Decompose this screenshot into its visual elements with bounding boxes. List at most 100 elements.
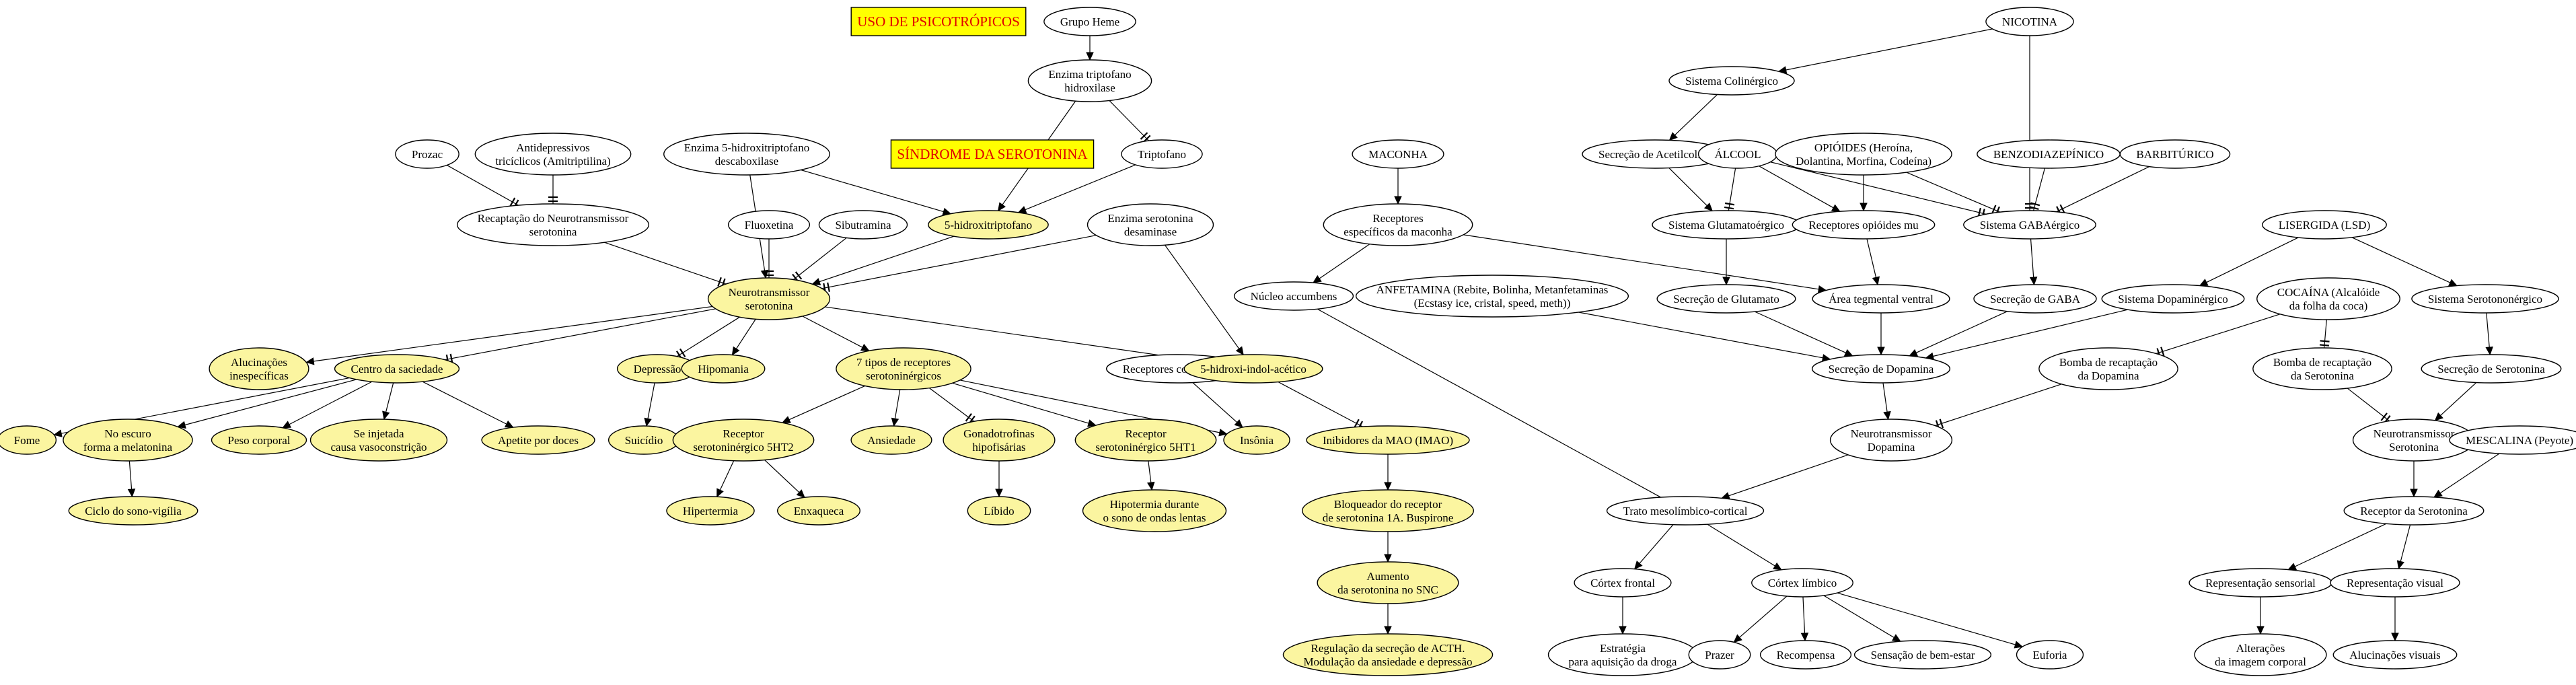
- node-label: Antidepressivos: [516, 141, 590, 154]
- node-label: Apetite por doces: [498, 434, 579, 447]
- node-label: Secreção de GABA: [1990, 293, 2081, 305]
- arrowhead: [1831, 204, 1841, 212]
- node-label: Secreção de Acetilcolina: [1598, 148, 1712, 161]
- node-sisGaba: Sistema GABAérgico: [1963, 210, 2096, 240]
- node-label: da Dopamina: [2077, 369, 2139, 382]
- node-label: Bomba de recaptação: [2273, 356, 2371, 369]
- tee-bar: [795, 271, 803, 280]
- edge-tipos7-r5ht2: [781, 385, 866, 423]
- node-label: Sistema Dopaminérgico: [2118, 293, 2228, 305]
- edge-line: [1578, 312, 1823, 359]
- node-sindrome: SÍNDROME DA SEROTONINA: [890, 139, 1095, 169]
- arrowhead: [2448, 279, 2458, 287]
- node-shape: [1751, 568, 1853, 598]
- edge-saciedade-peso: [282, 381, 373, 429]
- node-label: descaboxilase: [715, 155, 778, 168]
- node-shape: [1688, 640, 1751, 670]
- node-fluoxetina: Fluoxetina: [727, 210, 811, 240]
- node-shape: [2252, 347, 2392, 390]
- node-label: Prazer: [1705, 649, 1734, 661]
- node-label: serotoninérgico 5HT2: [693, 441, 793, 454]
- node-areaTeg: Área tegmental ventral: [1812, 284, 1950, 314]
- edge-line: [1933, 309, 2128, 357]
- node-label: Núcleo accumbens: [1251, 290, 1337, 303]
- node-cortexFront: Córtex frontal: [1574, 568, 1672, 598]
- edge-sisSero-secSero: [2485, 312, 2493, 356]
- arrowhead: [382, 410, 390, 421]
- node-label: Euforia: [2033, 649, 2067, 661]
- node-shape: [2194, 633, 2327, 676]
- node-label: Centro da saciedade: [351, 363, 443, 375]
- node-barbit: BARBITÚRICO: [2119, 139, 2231, 169]
- edge-line: [422, 381, 507, 425]
- edge-line: [1866, 238, 1877, 278]
- node-insonia: Insônia: [1223, 425, 1290, 455]
- node-label: Estratégia: [1600, 642, 1646, 655]
- arrowhead: [2485, 347, 2493, 356]
- edge-hiaa-imao: [1278, 382, 1364, 430]
- edge-neuroDopa-tratoMeso: [1721, 454, 1849, 500]
- edge-line: [1463, 234, 1819, 290]
- node-shape: [1606, 496, 1765, 526]
- node-secSero: Secreção de Serotonina: [2421, 354, 2562, 384]
- node-label: Gonadotrofinas: [963, 427, 1035, 440]
- tee-bar: [965, 413, 972, 422]
- node-shape: [1811, 354, 1951, 384]
- arrowhead: [1313, 275, 1322, 283]
- arrowhead: [1234, 419, 1243, 428]
- node-label: Representação sensorial: [2205, 577, 2316, 589]
- node-shape: [1668, 66, 1795, 96]
- node-shape: [943, 419, 1056, 462]
- tee-bar: [1354, 419, 1360, 429]
- edge-line: [2294, 523, 2387, 567]
- tee-bar: [1140, 132, 1148, 140]
- edge-line: [1755, 311, 1846, 353]
- edge-line: [719, 460, 735, 491]
- node-label: Inibidores da MAO (IMAO): [1323, 434, 1453, 447]
- edge-line: [385, 382, 394, 412]
- node-label: 7 tipos de receptores: [856, 356, 951, 369]
- node-label: Aumento: [1366, 570, 1409, 583]
- node-shape: [2449, 425, 2576, 455]
- edge-cortexLimb-prazer: [1733, 596, 1788, 643]
- arrowhead: [1384, 482, 1392, 491]
- edge-line: [1802, 596, 1806, 634]
- node-shape: [63, 419, 193, 462]
- node-label: No escuro: [104, 427, 151, 440]
- arrowhead: [1087, 419, 1097, 427]
- edge-repSens-alteracoes: [2256, 597, 2265, 635]
- arrowhead: [2029, 277, 2038, 286]
- tee-bar: [2029, 206, 2039, 211]
- edge-line: [819, 236, 955, 283]
- node-shape: [481, 425, 595, 455]
- edge-fluoxetina-neuroSer: [764, 239, 774, 278]
- edge-saciedade-apetite: [422, 381, 514, 428]
- arrowhead: [2391, 633, 2399, 642]
- edge-line: [1906, 172, 1999, 212]
- edge-bloqueador-aumento: [1384, 532, 1392, 563]
- edge-line: [1770, 161, 1985, 215]
- edge-line: [447, 164, 517, 205]
- edge-imao-bloqueador: [1384, 454, 1392, 491]
- tee-bar: [717, 277, 722, 287]
- edge-tratoMeso-cortexFront: [1633, 524, 1674, 570]
- node-opioides: OPIÓIDES (Heroína,Dolantina, Morfina, Co…: [1775, 133, 1952, 176]
- node-sisDopa: Sistema Dopaminérgico: [2101, 284, 2245, 314]
- edges-layer: [53, 28, 2500, 649]
- node-label: Regulação da secreção de ACTH.: [1311, 642, 1465, 655]
- arrowhead: [177, 421, 186, 429]
- node-shape: [666, 496, 755, 526]
- node-label: Enzima triptofano: [1048, 68, 1131, 81]
- node-shape: [2119, 139, 2231, 169]
- edge-sisGlut-secGlut: [1722, 239, 1730, 286]
- node-shape: [777, 496, 860, 526]
- node-recOpio: Receptores opióides mu: [1792, 210, 1936, 240]
- edge-neuroSer-alucIn: [305, 305, 713, 365]
